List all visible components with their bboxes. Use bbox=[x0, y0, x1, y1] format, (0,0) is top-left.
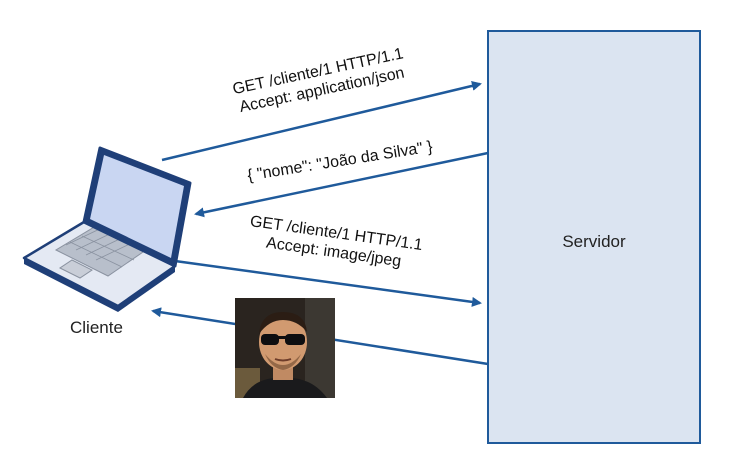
laptop-icon bbox=[22, 146, 192, 312]
person-photo-icon bbox=[235, 298, 335, 398]
arrow-response-json bbox=[194, 151, 489, 218]
arrow-request-image bbox=[174, 259, 482, 307]
server-box bbox=[487, 30, 701, 444]
server-label: Servidor bbox=[562, 232, 626, 251]
client-label: Cliente bbox=[70, 318, 123, 337]
arrow-request-json bbox=[161, 80, 482, 162]
